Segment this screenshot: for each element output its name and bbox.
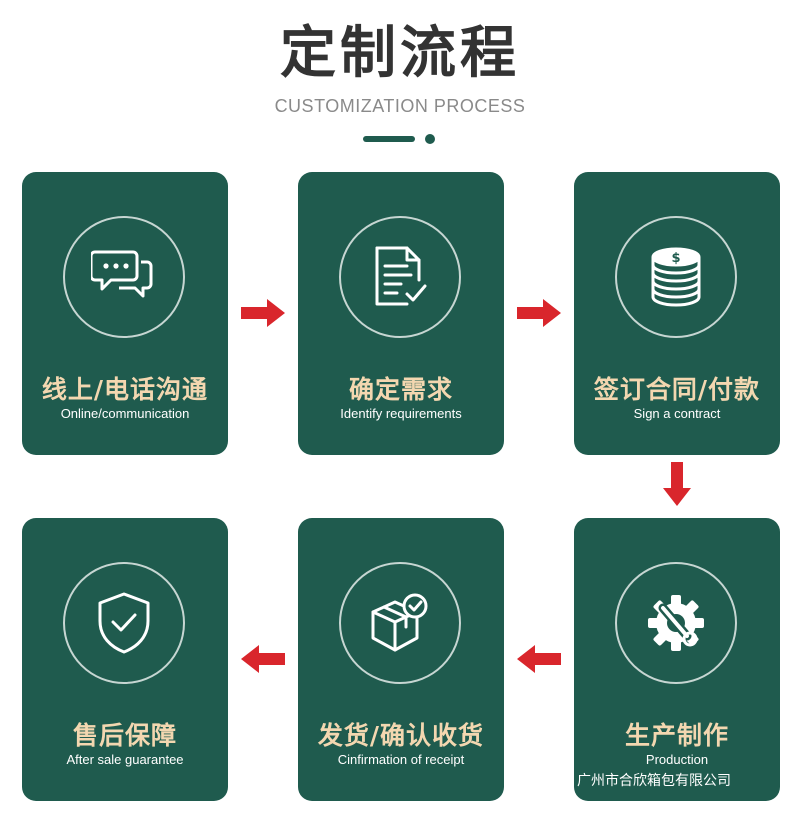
step-title: 签订合同/付款: [593, 375, 761, 404]
step-card-sign-contract: $ 签订合同/付款 Sign a contract: [574, 172, 780, 455]
step-title: 确定需求: [348, 375, 453, 404]
title-underline-dot: [425, 134, 435, 144]
arrow-left-icon: [241, 645, 285, 673]
page-subtitle: CUSTOMIZATION PROCESS: [274, 96, 526, 116]
arrow-down-icon: [663, 462, 691, 506]
step-subtitle: Sign a contract: [633, 406, 721, 421]
step-title: 线上/电话沟通: [41, 375, 209, 404]
step-icon-circle: [63, 216, 185, 338]
step-icon-circle: $: [615, 216, 737, 338]
step-card-identify-requirements: 确定需求 Identify requirements: [298, 172, 504, 455]
company-watermark: 广州市合欣箱包有限公司: [577, 773, 731, 789]
shield-check-icon: [98, 592, 150, 654]
step-title: 售后保障: [72, 721, 177, 750]
step-icon-circle: [339, 562, 461, 684]
box-check-icon: [371, 593, 428, 652]
step-card-confirmation-of-receipt: 发货/确认收货 Cinfirmation of receipt: [298, 518, 504, 801]
gear-wrench-icon: [648, 595, 704, 651]
coin-stack-icon: $: [651, 247, 701, 307]
step-icon-circle: [63, 562, 185, 684]
step-subtitle: Production: [645, 752, 709, 767]
svg-text:$: $: [671, 251, 680, 266]
document-check-icon: [375, 246, 427, 306]
step-icon-circle: [615, 562, 737, 684]
step-card-online-communication: 线上/电话沟通 Online/communication: [22, 172, 228, 455]
title-underline-bar: [363, 136, 415, 142]
chat-bubbles-icon: [91, 250, 153, 298]
step-subtitle: After sale guarantee: [66, 752, 184, 767]
step-subtitle: Cinfirmation of receipt: [337, 752, 465, 767]
step-icon-circle: [339, 216, 461, 338]
step-subtitle: Identify requirements: [340, 406, 462, 421]
step-title: 发货/确认收货: [317, 721, 485, 750]
step-title: 生产制作: [624, 721, 729, 750]
arrow-right-icon: [241, 299, 285, 327]
step-card-after-sale-guarantee: 售后保障 After sale guarantee: [22, 518, 228, 801]
step-subtitle: Online/communication: [60, 406, 190, 421]
page-title: 定制流程: [280, 21, 520, 86]
arrow-left-icon: [517, 645, 561, 673]
arrow-right-icon: [517, 299, 561, 327]
step-card-production: 生产制作 Production: [574, 518, 780, 801]
